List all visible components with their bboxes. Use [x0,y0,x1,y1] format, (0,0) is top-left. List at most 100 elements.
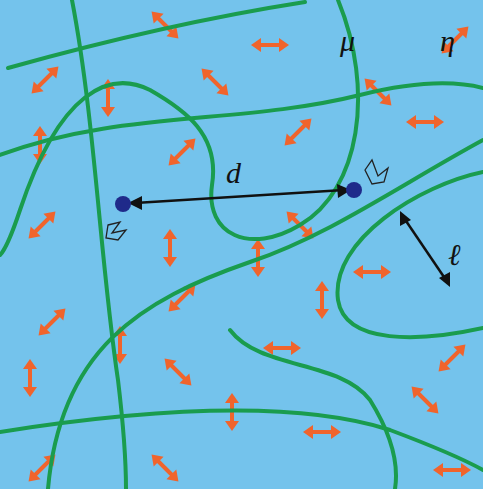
arrow-head [24,226,41,243]
arrow-shaft [417,392,433,408]
swimmer-tail [365,160,388,184]
arrow-head [453,340,470,357]
arrow-head [43,207,60,224]
arrow-head [160,354,177,371]
director-arrow [147,450,184,487]
arrow-shaft [441,468,463,472]
arrow-head [23,387,37,397]
arrow-head [179,373,196,390]
arrow-head [434,359,451,376]
arrow-head [24,469,41,486]
director-arrow [406,115,444,129]
arrow-head [46,62,63,79]
arrow-head [291,341,301,355]
arrow-head [225,393,239,403]
arrow-head [426,401,443,418]
polymer-strand [230,330,396,489]
arrow-shaft [290,124,306,140]
arrow-head [279,38,289,52]
arrow-head [407,382,424,399]
arrow-head [381,265,391,279]
arrow-shaft [320,289,324,311]
arrow-shaft [414,120,436,124]
director-arrow [160,354,197,391]
symbol-label: η [440,26,455,56]
arrow-head [282,207,299,224]
arrow-shaft [259,43,281,47]
director-arrow [34,304,71,341]
arrow-head [360,74,377,91]
arrow-shaft [170,364,186,380]
arrow-shaft [444,350,460,366]
polymer-strand [338,172,483,337]
arrow-head [315,309,329,319]
director-arrow [197,64,234,101]
arrow-head [33,126,47,136]
arrow-shaft [174,144,190,160]
arrow-head [53,304,70,321]
director-arrow [280,114,317,151]
arrow-head [166,469,183,486]
arrow-head [406,115,416,129]
arrow-head [34,323,51,340]
arrow-head [280,133,297,150]
arrow-head [163,229,177,239]
particle [115,196,131,212]
arrow-shaft [34,217,50,233]
arrow-head [379,93,396,110]
director-arrow [315,281,329,319]
arrow-head [251,267,265,277]
swimmers [106,160,450,287]
polymer-strand [0,84,483,155]
arrow-shaft [311,430,333,434]
symbol-label: μ [340,26,355,56]
particle [346,182,362,198]
director-field [23,7,473,487]
arrow-head [164,153,181,170]
arrow-shaft [106,87,110,109]
director-arrow [164,134,201,171]
arrow-head [439,272,450,287]
arrow-shaft [34,460,50,476]
polymer-strand [48,140,483,489]
arrow-head [163,257,177,267]
polymer-strand [8,2,305,68]
arrow-shaft [207,74,223,90]
arrow-head [183,134,200,151]
director-arrow [433,463,471,477]
arrow-head [400,211,411,226]
director-arrow [27,62,64,99]
arrow-head [147,7,164,24]
mesh-size-line [404,218,446,280]
director-arrow [263,341,301,355]
arrow-head [353,265,363,279]
arrow-head [164,299,181,316]
polymer-strand [0,410,483,470]
arrow-head [27,81,44,98]
arrow-head [434,115,444,129]
arrow-shaft [28,367,32,389]
symbol-label: d [226,158,241,188]
director-arrow [437,22,474,59]
arrow-head [216,83,233,100]
arrow-head [197,64,214,81]
polymer-strand [0,0,358,255]
arrow-head [225,421,239,431]
separation-line [135,190,344,203]
director-arrow [353,265,391,279]
director-arrow [24,207,61,244]
arrow-shaft [168,237,172,259]
arrow-shaft [118,334,122,356]
director-arrow [407,382,444,419]
director-arrow [23,359,37,397]
arrow-head [331,425,341,439]
arrow-head [251,38,261,52]
director-arrow [163,229,177,267]
arrow-head [456,22,473,39]
arrow-head [147,450,164,467]
symbol-label: ℓ [448,240,461,270]
arrow-head [315,281,329,291]
